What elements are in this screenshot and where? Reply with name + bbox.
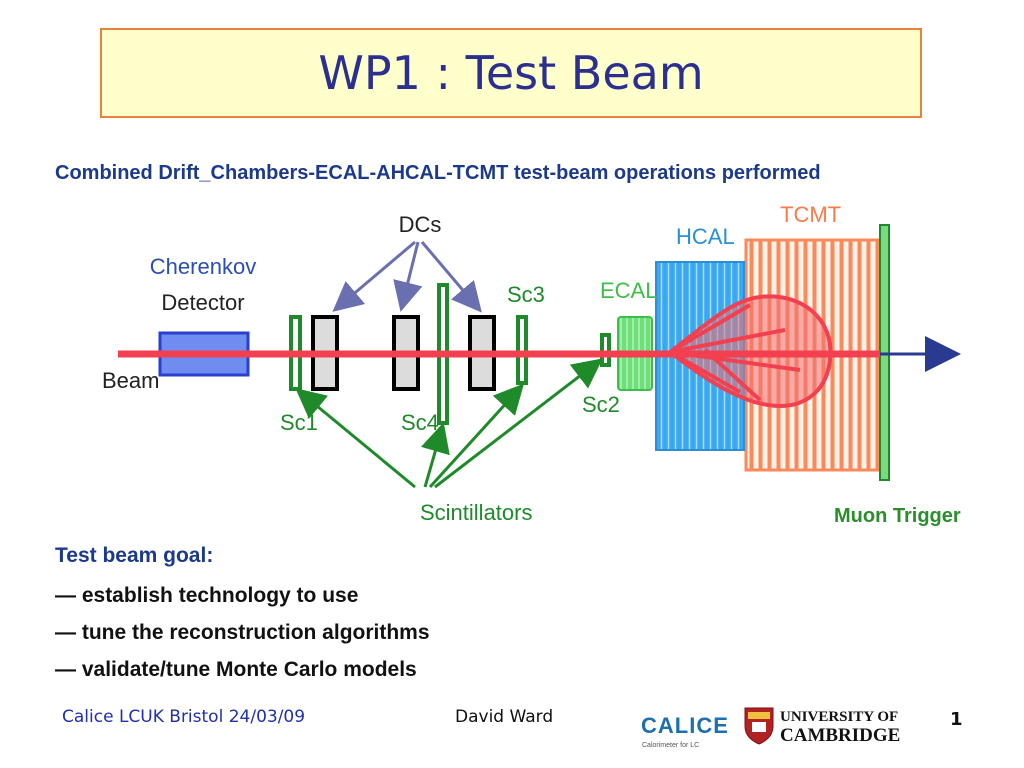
scintillator-sc2 xyxy=(600,333,611,367)
label-sc4: Sc4 xyxy=(401,410,439,435)
calice-logo: CALICE Calorimeter for LC xyxy=(638,703,728,753)
goal-item: — tune the reconstruction algorithms xyxy=(55,621,430,644)
cambridge-logo: UNIVERSITY OF CAMBRIDGE xyxy=(744,707,900,746)
goal-list: — establish technology to use — tune the… xyxy=(55,582,430,693)
label-cherenkov-1: Cherenkov xyxy=(150,254,256,279)
university-line2: CAMBRIDGE xyxy=(780,725,900,746)
label-scintillators: Scintillators xyxy=(420,500,532,525)
goal-item: — establish technology to use xyxy=(55,584,359,607)
label-hcal: HCAL xyxy=(676,224,735,249)
page-number: 1 xyxy=(950,709,963,730)
label-dcs: DCs xyxy=(399,212,442,237)
label-cherenkov-2: Detector xyxy=(161,290,244,315)
goal-item: — validate/tune Monte Carlo models xyxy=(55,658,417,681)
calice-logo-text: CALICE xyxy=(641,713,728,738)
scintillator-sc3 xyxy=(516,315,528,385)
cambridge-crest-icon xyxy=(744,707,774,745)
goal-heading: Test beam goal: xyxy=(55,544,214,567)
slide-subtitle: Combined Drift_Chambers-ECAL-AHCAL-TCMT … xyxy=(55,162,821,184)
test-beam-diagram: DCs Cherenkov Detector Beam Sc1 Sc4 Sc3 … xyxy=(102,202,961,527)
footer-author: David Ward xyxy=(455,707,554,727)
scintillator-arrows xyxy=(295,358,603,489)
title-box: WP1 : Test Beam xyxy=(100,28,922,118)
label-sc3: Sc3 xyxy=(507,282,545,307)
slide-title: WP1 : Test Beam xyxy=(318,46,704,100)
label-beam: Beam xyxy=(102,368,159,393)
label-sc2: Sc2 xyxy=(582,392,620,417)
label-ecal: ECAL xyxy=(600,278,657,303)
footer-event: Calice LCUK Bristol 24/03/09 xyxy=(62,707,306,727)
dc-arrows xyxy=(332,240,482,313)
university-line1: UNIVERSITY OF xyxy=(780,709,898,725)
calice-tagline: Calorimeter for LC xyxy=(642,742,699,749)
label-tcmt: TCMT xyxy=(780,202,841,227)
label-muon-trigger: Muon Trigger xyxy=(834,505,961,527)
label-sc1: Sc1 xyxy=(280,410,318,435)
